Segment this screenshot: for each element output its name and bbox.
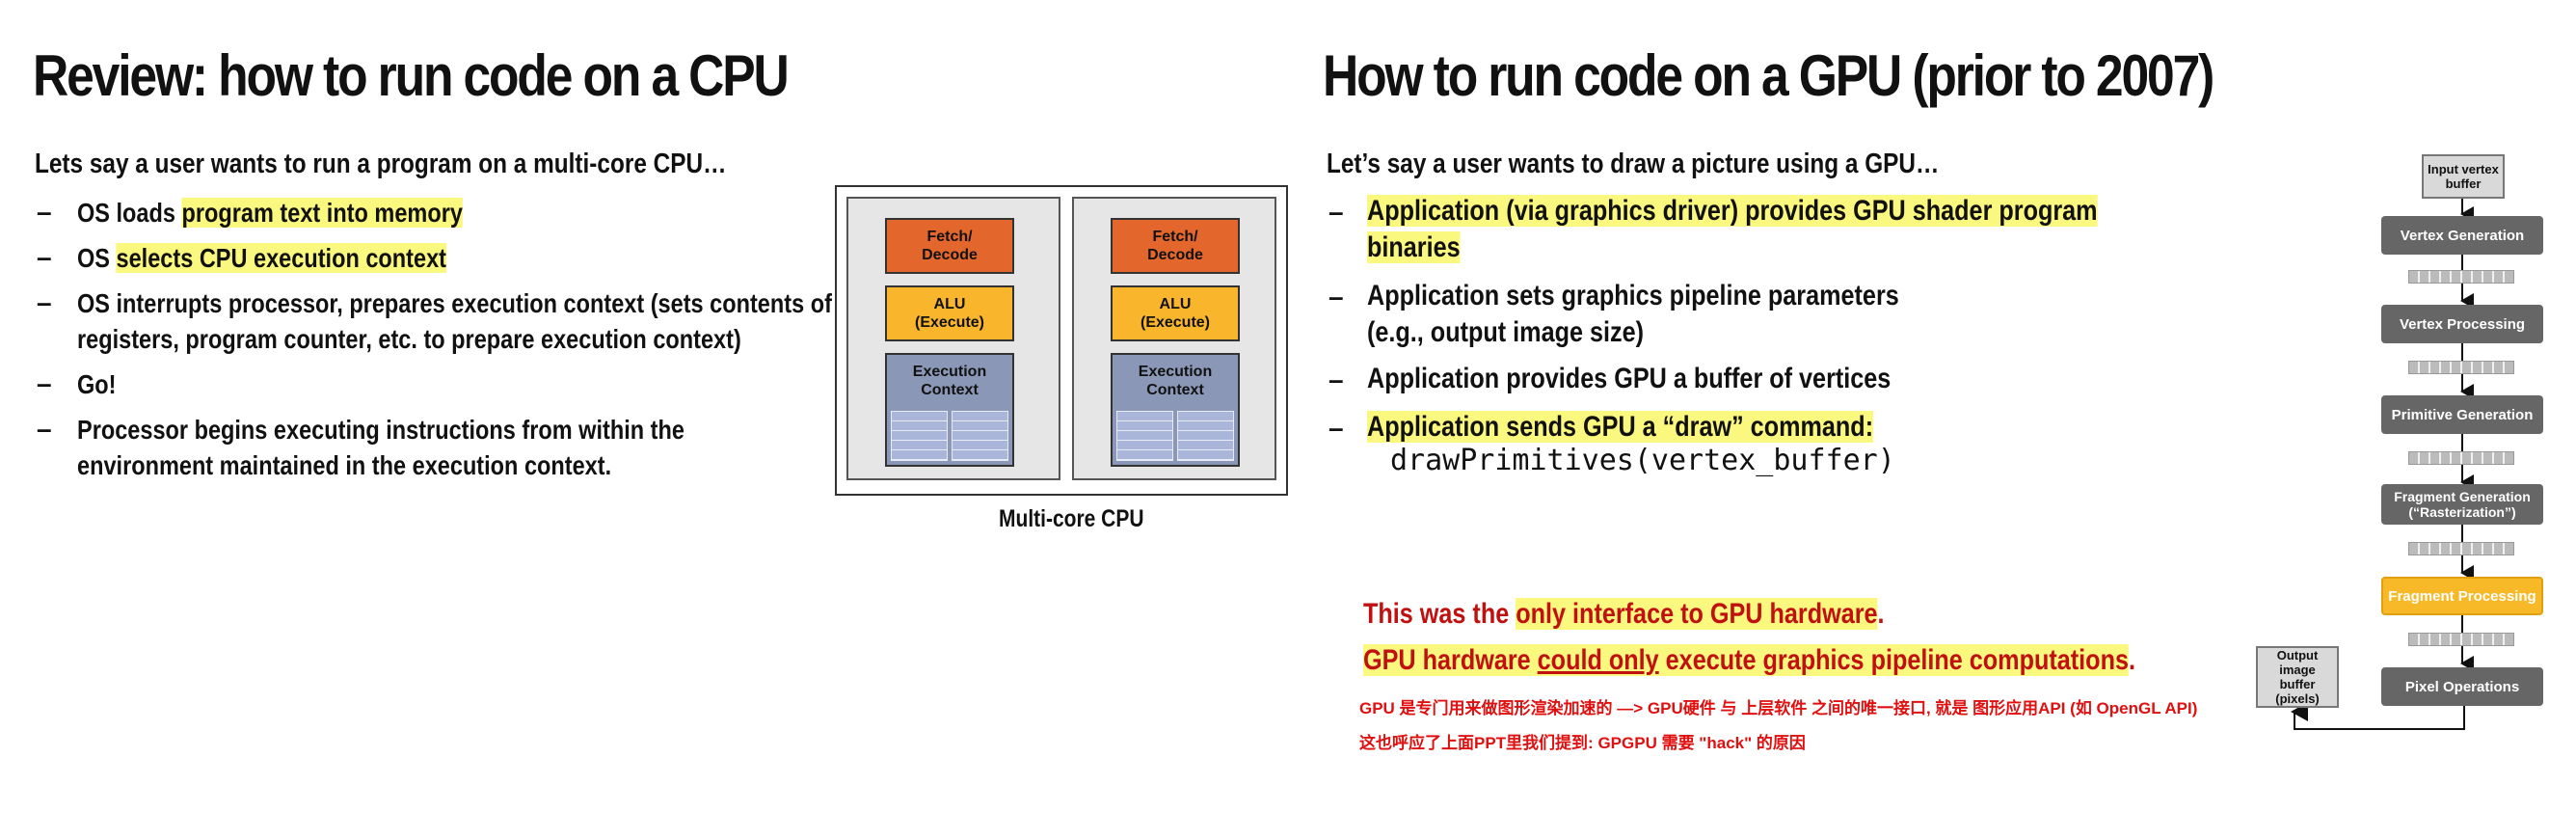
bullet-text: OS loads <box>77 198 182 228</box>
chinese-note-1: GPU 是专门用来做图形渲染加速的 —> GPU硬件 与 上层软件 之间的唯一接… <box>1359 699 2198 717</box>
bullet-dash: – <box>1328 413 1344 443</box>
code-snippet: drawPrimitives(vertex_buffer) <box>1390 444 1895 477</box>
note-text: This was the <box>1363 598 1516 630</box>
box-label: Input vertex <box>2428 162 2499 176</box>
right-slide-title: How to run code on a GPU (prior to 2007) <box>1323 43 2214 108</box>
stage-sublabel: (“Rasterization”) <box>2408 504 2516 520</box>
note-text: . <box>1877 598 1885 630</box>
note-text: execute graphics pipeline computations <box>1658 644 2129 676</box>
highlight-text: Application sends GPU a “draw” command: <box>1367 411 1874 443</box>
stage-primitive-generation: Primitive Generation <box>2381 395 2543 434</box>
left-bullet-2: OS selects CPU execution context <box>77 240 446 276</box>
unit-label: Execution <box>912 364 987 380</box>
bullet-line: environment maintained in the execution … <box>77 450 612 480</box>
primitive-buffer-strip <box>2408 451 2514 465</box>
register-file <box>1116 411 1234 461</box>
box-label: buffer <box>2445 176 2482 191</box>
cpu-core-2: Fetch/ Decode ALU (Execute) Execution Co… <box>1072 197 1276 480</box>
unit-label: (Execute) <box>914 314 985 331</box>
register-file <box>891 411 1008 461</box>
unit-label: (Execute) <box>1140 314 1211 331</box>
bullet-line: (e.g., output image size) <box>1367 316 1645 348</box>
bullet-dash: – <box>37 368 52 398</box>
stage-label: Fragment Generation <box>2394 489 2531 504</box>
bullet-dash: – <box>37 197 52 227</box>
bullet-dash: – <box>1328 365 1344 394</box>
highlight-text: only interface to GPU hardware <box>1516 598 1878 630</box>
highlight-text: program text into memory <box>181 198 463 228</box>
bullet-line: Processor begins executing instructions … <box>77 415 684 445</box>
left-bullet-3: OS interrupts processor, prepares execut… <box>77 285 832 357</box>
box-label: Output image <box>2276 648 2319 677</box>
fragment-buffer-strip <box>2408 633 2514 646</box>
right-bullet-3: Application provides GPU a buffer of ver… <box>1367 363 1892 394</box>
stage-vertex-processing: Vertex Processing <box>2381 305 2543 343</box>
unit-label: Context <box>921 382 979 398</box>
unit-label: Decode <box>922 247 978 263</box>
highlight-text: selects CPU execution context <box>116 243 446 273</box>
bullet-dash: – <box>37 242 52 272</box>
chinese-note-2: 这也呼应了上面PPT里我们提到: GPGPU 需要 "hack" 的原因 <box>1359 734 1806 752</box>
unit-label: Execution <box>1138 364 1213 380</box>
bullet-line: Application sets graphics pipeline param… <box>1367 280 1899 311</box>
right-bullet-1: Application (via graphics driver) provid… <box>1367 193 2098 266</box>
bullet-text: OS <box>77 243 117 273</box>
fetch-decode-unit: Fetch/ Decode <box>1111 218 1240 274</box>
highlight-text: binaries <box>1367 231 1461 263</box>
cpu-core-1: Fetch/ Decode ALU (Execute) Execution Co… <box>846 197 1060 480</box>
bullet-dash: – <box>37 287 52 317</box>
unit-label: Fetch/ <box>926 229 973 245</box>
left-bullet-1: OS loads program text into memory <box>77 195 463 230</box>
underlined-text: could only <box>1537 644 1659 676</box>
execution-context-unit: Execution Context <box>1111 353 1240 467</box>
vertex-buffer-strip <box>2408 361 2514 374</box>
left-slide-title: Review: how to run code on a CPU <box>33 43 790 108</box>
left-intro: Lets say a user wants to run a program o… <box>35 149 727 179</box>
highlight-text: Application (via graphics driver) provid… <box>1367 195 2098 227</box>
stage-fragment-processing: Fragment Processing <box>2381 577 2543 615</box>
unit-label: Decode <box>1147 247 1203 263</box>
bullet-dash: – <box>1328 197 1344 227</box>
unit-label: Fetch/ <box>1152 229 1198 245</box>
fetch-decode-unit: Fetch/ Decode <box>885 218 1014 274</box>
unit-label: ALU <box>933 296 966 312</box>
bullet-dash: – <box>37 414 52 444</box>
bullet-line: registers, program counter, etc. to prep… <box>77 324 741 354</box>
unit-label: ALU <box>1159 296 1192 312</box>
stage-pixel-operations: Pixel Operations <box>2381 667 2543 706</box>
vertex-buffer-strip <box>2408 270 2514 284</box>
box-label: (pixels) <box>2275 691 2320 706</box>
note-only-graphics: GPU hardware could only execute graphics… <box>1363 644 2135 677</box>
fragment-buffer-strip <box>2408 542 2514 555</box>
cpu-diagram-caption: Multi-core CPU <box>999 505 1144 532</box>
execution-context-unit: Execution Context <box>885 353 1014 467</box>
alu-unit: ALU (Execute) <box>1111 285 1240 341</box>
bullet-line: OS interrupts processor, prepares execut… <box>77 288 832 318</box>
left-bullet-5: Processor begins executing instructions … <box>77 412 684 483</box>
alu-unit: ALU (Execute) <box>885 285 1014 341</box>
left-bullet-4: Go! <box>77 369 117 399</box>
note-text: . <box>2128 644 2135 676</box>
bullet-dash: – <box>1328 282 1344 311</box>
box-label: buffer <box>2279 677 2316 691</box>
stage-fragment-generation: Fragment Generation(“Rasterization”) <box>2381 484 2543 525</box>
right-bullet-4: Application sends GPU a “draw” command: <box>1367 409 1874 446</box>
stage-vertex-generation: Vertex Generation <box>2381 216 2543 255</box>
note-only-interface: This was the only interface to GPU hardw… <box>1363 598 1885 631</box>
note-text: GPU hardware <box>1363 644 1538 676</box>
multicore-cpu-diagram: Fetch/ Decode ALU (Execute) Execution Co… <box>835 185 1288 496</box>
right-intro: Let’s say a user wants to draw a picture… <box>1327 149 1940 179</box>
right-bullet-2: Application sets graphics pipeline param… <box>1367 278 1899 351</box>
unit-label: Context <box>1146 382 1204 398</box>
